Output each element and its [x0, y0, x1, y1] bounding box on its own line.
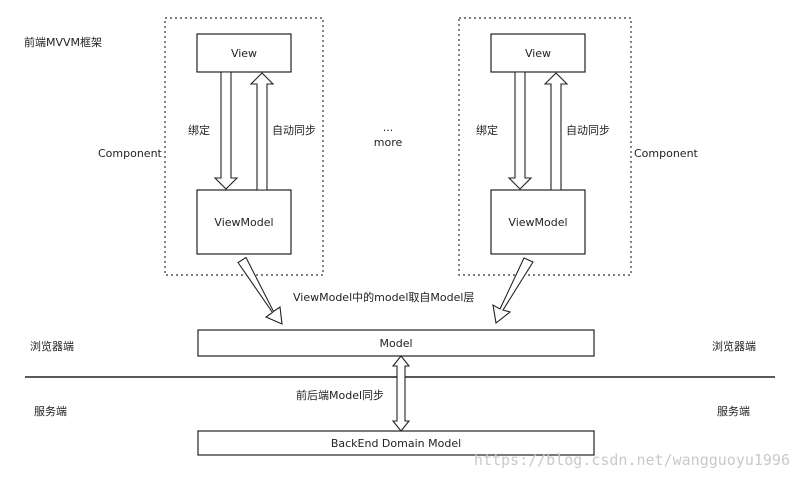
component-1-sync-arrow: [249, 72, 275, 191]
backend-model-box: [197, 430, 595, 456]
component-2-sync-arrow: [543, 72, 569, 191]
component-2-sync-label: 自动同步: [566, 124, 610, 137]
frontback-sync-arrow: [391, 355, 411, 432]
component-2-bind-arrow: [507, 71, 533, 190]
browser-side-label-right: 浏览器端: [712, 339, 756, 353]
ellipsis-text: ...: [383, 121, 394, 134]
frontback-sync-label: 前后端Model同步: [296, 388, 384, 402]
component-1: Component View ViewModel 绑定 自动同步: [98, 17, 324, 276]
backend-model-label: BackEnd Domain Model: [331, 437, 461, 450]
component-2-label: Component: [634, 147, 699, 160]
browser-side-label-left: 浏览器端: [30, 339, 74, 353]
component-1-sync-label: 自动同步: [272, 124, 316, 137]
component-1-boundary: [164, 17, 324, 276]
component-1-bind-arrow: [213, 71, 239, 190]
watermark-text: https://blog.csdn.net/wangguoyu1996: [474, 451, 790, 469]
component-1-viewmodel-label: ViewModel: [214, 216, 273, 229]
component-2-to-model-arrow: [492, 257, 534, 325]
component-2-viewmodel-box: [490, 189, 586, 255]
component-2-view-label: View: [525, 47, 551, 60]
component-2-viewmodel-label: ViewModel: [508, 216, 567, 229]
server-side-label-left: 服务端: [34, 405, 67, 418]
component-2-boundary: [458, 17, 632, 276]
more-text: more: [374, 136, 403, 149]
component-1-to-model-arrow: [237, 256, 283, 325]
component-2-bind-label: 绑定: [476, 123, 498, 137]
component-1-viewmodel-box: [196, 189, 292, 255]
component-2: Component View ViewModel 绑定 自动同步: [458, 17, 699, 276]
component-1-view-box: [196, 33, 292, 73]
component-1-label: Component: [98, 147, 163, 160]
component-1-bind-label: 绑定: [188, 123, 210, 137]
component-2-view-box: [490, 33, 586, 73]
frame-title: 前端MVVM框架: [24, 35, 102, 49]
server-side-label-right: 服务端: [717, 405, 750, 418]
model-source-label: ViewModel中的model取自Model层: [293, 290, 474, 304]
model-box: [197, 329, 595, 357]
component-1-view-label: View: [231, 47, 257, 60]
model-label: Model: [379, 337, 412, 350]
